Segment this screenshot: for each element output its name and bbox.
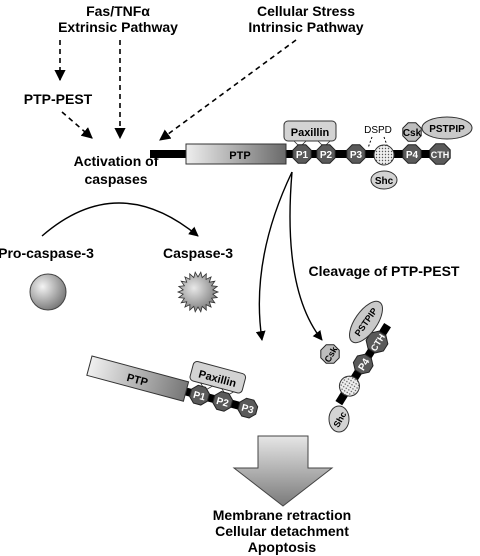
- cleavage-label: Cleavage of PTP-PEST: [309, 263, 460, 279]
- n-fragment-p1-label: P1: [192, 390, 207, 404]
- cth-octagon: [429, 143, 451, 165]
- p3-octagon: [346, 144, 366, 164]
- extrinsic-title: Fas/TNFα: [86, 3, 150, 19]
- ptp-pest-label: PTP-PEST: [24, 91, 93, 107]
- ptp-pest-full: PTP Paxillin P1 P2 P3 DSPD Shc P4 Csk CT…: [150, 116, 473, 190]
- csk-label: Csk: [403, 128, 422, 139]
- p1-label: P1: [296, 150, 309, 161]
- ptp-pest-n-terminal-fragment: PTP Paxillin P1 P2 P3: [86, 355, 259, 419]
- ptp-domain-label: PTP: [229, 150, 250, 162]
- intrinsic-subtitle: Intrinsic Pathway: [248, 19, 363, 35]
- n-fragment-p2-octagon: [212, 390, 234, 412]
- paxillin-notch-2: [317, 140, 331, 148]
- pstpip-ellipse: [421, 116, 473, 140]
- dspd-dotted-circle: [373, 144, 395, 166]
- dspd-label: DSPD: [364, 125, 392, 136]
- procaspase-sphere: [29, 273, 67, 311]
- n-fragment-p2-label: P2: [215, 396, 230, 410]
- paxillin-notch: [293, 140, 307, 148]
- outcome-line2: Cellular detachment: [215, 523, 349, 539]
- n-fragment-ptp-label: PTP: [125, 372, 149, 389]
- c-fragment-cth-octagon: [365, 330, 389, 354]
- dspd-pointer-1: [367, 136, 373, 149]
- cleavage-arrow-right: [289, 171, 323, 341]
- shc-ellipse: [370, 170, 398, 190]
- intrinsic-to-caspase-arrow: [159, 39, 297, 141]
- ptppest-to-caspase-arrow: [61, 111, 93, 139]
- c-fragment-dotted-circle: [338, 375, 360, 397]
- csk-octagon: [402, 122, 422, 142]
- p2-octagon: [316, 144, 336, 164]
- c-fragment-shc-ellipse: [328, 405, 350, 433]
- c-fragment-pstpip-ellipse: [349, 300, 383, 344]
- n-fragment-paxillin-box: [189, 361, 247, 394]
- caspase-label: Caspase-3: [163, 245, 233, 261]
- outcome-line3: Apoptosis: [248, 539, 317, 555]
- paxillin-label: Paxillin: [291, 127, 330, 139]
- p3-label: P3: [350, 150, 363, 161]
- c-fragment-csk-octagon: [320, 344, 340, 364]
- cth-label: CTH: [431, 150, 450, 160]
- outcome-arrow: [232, 435, 334, 507]
- intrinsic-title: Cellular Stress: [257, 3, 355, 19]
- p1-octagon: [292, 144, 312, 164]
- shc-label: Shc: [375, 176, 394, 187]
- n-fragment-p3-octagon: [237, 397, 259, 419]
- ptp-pest-c-terminal-fragment: P4 CTH: [335, 322, 391, 406]
- procaspase-to-caspase-arrow: [41, 202, 199, 237]
- caspase-starburst: [176, 271, 220, 313]
- extrinsic-subtitle: Extrinsic Pathway: [58, 19, 178, 35]
- ptp-domain: [185, 143, 287, 165]
- p2-label: P2: [320, 150, 333, 161]
- cleavage-arrow-left: [255, 171, 293, 341]
- n-fragment-p1-octagon: [189, 384, 210, 406]
- p4-label: P4: [406, 150, 419, 161]
- n-fragment-ptp-domain: [86, 355, 190, 402]
- n-fragment-p3-label: P3: [240, 403, 255, 417]
- activation-label-line2: caspases: [84, 171, 147, 187]
- p4-octagon: [402, 144, 422, 164]
- outcome-line1: Membrane retraction: [213, 507, 351, 523]
- pstpip-label: PSTPIP: [429, 124, 465, 135]
- c-fragment-p4-octagon: [352, 353, 374, 375]
- procaspase-label: Pro-caspase-3: [0, 245, 94, 261]
- activation-label-line1: Activation of: [74, 153, 159, 169]
- paxillin-box: [283, 120, 337, 142]
